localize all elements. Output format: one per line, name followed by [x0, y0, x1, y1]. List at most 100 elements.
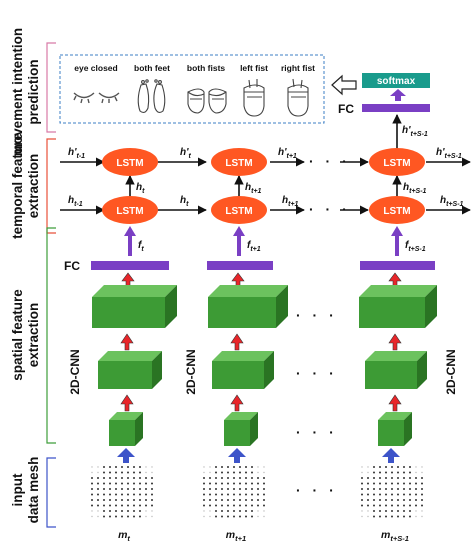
feet-icon	[137, 79, 166, 113]
stage-label-spatial: spatial feature extraction	[10, 289, 41, 381]
fc-label-top: FC	[338, 102, 354, 116]
stage-label-temporal-line2: extraction	[26, 154, 41, 219]
lstm-label-bottom-2: LSTM	[383, 206, 410, 217]
red-arrow-low-0	[120, 394, 134, 412]
feature-arrow-0	[124, 226, 136, 256]
bracket-spatial	[46, 227, 56, 444]
cnn-label-0: 2D-CNN	[68, 349, 82, 394]
cnn-cube-large-0	[92, 285, 177, 328]
data-meshes	[91, 466, 423, 518]
lstm-label-top-2: LSTM	[383, 158, 410, 169]
ellipsis-lstm-bottom: · · ·	[309, 201, 351, 217]
red-arrow-mid-1	[230, 333, 244, 351]
bracket-movement	[46, 42, 56, 133]
red-arrow-mid-0	[120, 333, 134, 351]
lstm-cell-top-0	[102, 148, 158, 176]
lstm-label-bottom-1: LSTM	[225, 206, 252, 217]
state-bottom-2: ht+S-1	[440, 195, 464, 208]
bracket-temporal	[46, 138, 56, 234]
both-fists-icon	[187, 88, 227, 114]
ellipsis-cnn-large: · · ·	[296, 307, 338, 323]
right-fist-icon	[287, 78, 309, 117]
red-arrow-low-1	[230, 394, 244, 412]
cnn-cube-large-2	[359, 285, 437, 328]
softmax-box	[362, 73, 430, 88]
feature-label-0: ft	[138, 240, 144, 253]
stage-label-movement-line2: prediction	[26, 59, 41, 124]
red-arrow-low-2	[388, 394, 402, 412]
lstm-label-bottom-0: LSTM	[116, 206, 143, 217]
state-top-1: h't+1	[278, 147, 297, 160]
class-label-right-fist: right fist	[281, 63, 315, 73]
cnn-cube-medium-1	[212, 351, 274, 389]
state-up-top: h't+S-1	[402, 125, 428, 138]
fc-to-softmax-arrow	[390, 89, 406, 101]
feature-label-1: ft+1	[247, 240, 261, 253]
lstm-cell-top-1	[211, 148, 267, 176]
state-up-2: ht+S-1	[403, 182, 427, 195]
state-bottom-left: ht-1	[68, 195, 83, 208]
stage-label-spatial-line2: extraction	[26, 303, 41, 368]
state-bottom-0: ht	[180, 195, 189, 208]
blue-arrow-1	[228, 448, 246, 463]
lstm-cell-bottom-1	[211, 196, 267, 224]
lstm-cell-bottom-0	[102, 196, 158, 224]
class-label-both-feet: both feet	[134, 63, 170, 73]
cnn-label-2: 2D-CNN	[444, 349, 458, 394]
cnn-column-0	[92, 285, 177, 446]
fc-label-bottom: FC	[64, 259, 80, 273]
lstm-cell-top-2	[369, 148, 425, 176]
output-arrow	[331, 74, 357, 96]
cnn-label-1: 2D-CNN	[184, 349, 198, 394]
red-arrow-mid-2	[388, 333, 402, 351]
cnn-cube-small-2	[378, 412, 412, 446]
stage-label-movement-line1: movement intention	[10, 28, 25, 156]
feature-arrow-1	[233, 226, 245, 256]
class-label-left-fist: left fist	[240, 63, 268, 73]
mesh-label-2: mt+S-1	[381, 529, 409, 543]
class-label-both-fists: both fists	[187, 63, 226, 73]
fc-bar-1	[207, 261, 273, 270]
stage-label-movement: movement intention prediction	[10, 28, 41, 156]
stage-label-input: input data mesh	[10, 457, 41, 524]
cnn-column-2	[359, 285, 437, 446]
fc-bar-0	[91, 261, 169, 270]
cnn-cube-medium-2	[365, 351, 427, 389]
cnn-cube-small-0	[109, 412, 143, 446]
cnn-cube-large-1	[208, 285, 288, 328]
eye-closed-icon	[73, 92, 120, 104]
data-mesh-0	[91, 466, 153, 518]
lstm-label-top-1: LSTM	[225, 158, 252, 169]
fc-bar-2	[360, 261, 435, 270]
state-up-1: ht+1	[245, 182, 262, 195]
bracket-input	[46, 457, 56, 528]
cnn-cube-medium-0	[98, 351, 162, 389]
lstm-label-top-0: LSTM	[116, 158, 143, 169]
stage-label-temporal-line1: temporal feature	[10, 133, 25, 239]
feature-label-2: ft+S-1	[405, 240, 426, 253]
mesh-label-0: mt	[118, 529, 130, 543]
state-bottom-1: ht+1	[282, 195, 299, 208]
ellipsis-cnn-small: · · ·	[296, 424, 338, 440]
state-top-2: h't+S-1	[436, 147, 462, 160]
left-fist-icon	[243, 79, 265, 117]
stage-label-input-line2: data mesh	[26, 457, 41, 524]
stage-label-temporal: temporal feature extraction	[10, 133, 41, 239]
mesh-label-1: mt+1	[226, 529, 246, 543]
ellipsis-lstm-top: · · ·	[309, 153, 351, 169]
state-top-0: h't	[180, 147, 192, 160]
fc-bar-top	[362, 104, 430, 112]
state-up-0: ht	[136, 182, 145, 195]
data-mesh-2	[361, 466, 423, 518]
blue-arrow-0	[117, 448, 135, 463]
data-mesh-1	[203, 466, 265, 518]
lstm-cell-bottom-2	[369, 196, 425, 224]
softmax-label: softmax	[377, 76, 416, 87]
stage-label-input-line1: input	[10, 473, 25, 506]
prediction-box	[59, 54, 325, 124]
ellipsis-mesh: · · ·	[296, 482, 338, 498]
class-label-eye-closed: eye closed	[74, 63, 117, 73]
blue-arrow-2	[382, 448, 400, 463]
ellipsis-cnn-medium: · · ·	[296, 365, 338, 381]
